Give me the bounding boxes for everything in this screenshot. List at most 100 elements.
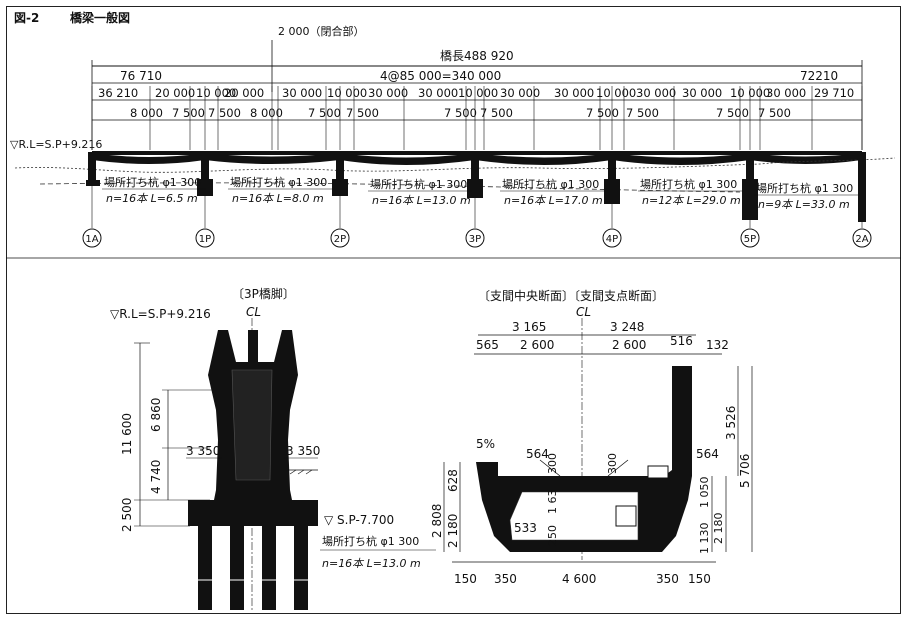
sec-slope: 5% bbox=[476, 437, 495, 451]
segment-dim-lower: 7 500 bbox=[716, 106, 749, 120]
pier-shaft bbox=[746, 155, 754, 179]
support-marker-circle bbox=[740, 228, 760, 248]
drawing-frame bbox=[6, 6, 901, 614]
pile bbox=[198, 526, 212, 610]
closure-note: 2 000（閉合部） bbox=[278, 24, 365, 38]
sec-top-dim-left: 3 165 bbox=[512, 320, 546, 334]
pier-piles bbox=[198, 526, 308, 610]
sec-dim-516: 516 bbox=[670, 334, 693, 348]
segment-dim-lower: 7 500 bbox=[172, 106, 205, 120]
support-label: 1A bbox=[85, 234, 98, 245]
sec-dim-1130: 1 130 bbox=[698, 523, 711, 555]
pier-dim-wright: 3 350 bbox=[286, 444, 320, 458]
elevation-view: 2 000（閉合部） 橋長488 920 76 710 4@85 000=340… bbox=[10, 24, 896, 248]
sec-dim-2180-left: 2 180 bbox=[446, 514, 460, 548]
pier-dim-htotal: 11 600 bbox=[120, 413, 134, 455]
segment-dim-upper: 30 000 bbox=[368, 86, 408, 100]
pier-ground-level: ▽R.L=S.P+9.216 bbox=[110, 307, 211, 321]
pile bbox=[262, 526, 276, 610]
pile-spec-label: n=16本 L=17.0 m bbox=[504, 194, 603, 207]
sec-bottom-dim-2: 4 600 bbox=[562, 572, 596, 586]
pile bbox=[294, 526, 308, 610]
span-right-end: 72210 bbox=[800, 69, 838, 83]
sec-web-right: 300 bbox=[606, 453, 619, 474]
pier-shaft bbox=[608, 155, 616, 179]
support-marker-circle bbox=[330, 228, 350, 248]
segment-dim-upper: 10 000 bbox=[196, 86, 236, 100]
dimension-ticks bbox=[91, 86, 863, 150]
pier-pile-spec: n=16本 L=13.0 m bbox=[322, 557, 421, 570]
segment-dim-upper: 30 000 bbox=[554, 86, 594, 100]
pier-dim-wleft: 3 350 bbox=[186, 444, 220, 458]
section-title: 〔支間中央断面〕〔支間支点断面〕 bbox=[478, 288, 664, 303]
segment-dim-lower: 7 500 bbox=[586, 106, 619, 120]
segment-dim-upper: 10 000 bbox=[327, 86, 367, 100]
sec-dim-2600-right: 2 600 bbox=[612, 338, 646, 352]
sec-dim-250: 250 bbox=[546, 525, 559, 546]
pile-type-label: 場所打ち杭 φ1 300 bbox=[104, 175, 201, 189]
support-marker-circle bbox=[195, 228, 215, 248]
segment-dim-lower: 7 500 bbox=[308, 106, 341, 120]
pier-foundation bbox=[604, 179, 620, 204]
support-marker-circle bbox=[852, 228, 872, 248]
pier-dim-hlower: 4 740 bbox=[149, 460, 163, 494]
segment-dim-lower: 8 000 bbox=[130, 106, 163, 120]
pier-dim-hfooting: 2 500 bbox=[120, 498, 134, 532]
abutment bbox=[88, 152, 96, 186]
sec-web-left: 300 bbox=[546, 453, 559, 474]
segment-dim-lower: 7 500 bbox=[444, 106, 477, 120]
girder-section: 〔支間中央断面〕〔支間支点断面〕 CL 3 165 3 248 565 2 60… bbox=[430, 288, 753, 586]
figure-label: 図-2 bbox=[14, 11, 39, 25]
support-marker-circle bbox=[82, 228, 102, 248]
pile-spec-label: n=16本 L=8.0 m bbox=[232, 192, 324, 205]
pier-title: 〔3P橋脚〕 bbox=[232, 286, 295, 301]
sec-dim-533: 533 bbox=[514, 521, 537, 535]
segment-dim-upper: 10 000 bbox=[596, 86, 636, 100]
sec-dim-628: 628 bbox=[446, 469, 460, 492]
sec-dim-5706: 5 706 bbox=[738, 454, 752, 488]
sec-bottom-dim-1: 350 bbox=[494, 572, 517, 586]
pile-type-label: 場所打ち杭 φ1 300 bbox=[230, 175, 327, 189]
pier-footing bbox=[188, 500, 318, 526]
segment-dim-upper: 30 000 bbox=[682, 86, 722, 100]
support-label: 2P bbox=[334, 234, 346, 245]
pile-type-label: 場所打ち杭 φ1 300 bbox=[370, 177, 467, 191]
span-left-end: 76 710 bbox=[120, 69, 162, 83]
pier-detail: 〔3P橋脚〕 ▽R.L=S.P+9.216 CL 11 600 6 860 4 … bbox=[110, 286, 436, 610]
section-centerline-mark: CL bbox=[576, 305, 591, 319]
support-label: 1P bbox=[199, 234, 211, 245]
support-label: 2A bbox=[855, 234, 868, 245]
pier-shaft bbox=[336, 155, 344, 179]
segment-dim-lower: 7 500 bbox=[346, 106, 379, 120]
segment-dim-lower: 7 500 bbox=[208, 106, 241, 120]
pier-foundation bbox=[467, 179, 483, 198]
support-marker-circle bbox=[465, 228, 485, 248]
segment-dim-upper: 30 000 bbox=[282, 86, 322, 100]
segment-dim-upper: 29 710 bbox=[814, 86, 854, 100]
sec-bottom-dim-0: 150 bbox=[454, 572, 477, 586]
sec-top-dim-right: 3 248 bbox=[610, 320, 644, 334]
sec-dim-2808: 2 808 bbox=[430, 504, 444, 538]
elev-ground-level: ▽R.L=S.P+9.216 bbox=[10, 138, 102, 151]
segment-dim-upper: 30 000 bbox=[766, 86, 806, 100]
pile-type-label: 場所打ち杭 φ1 300 bbox=[640, 177, 737, 191]
span-center: 4@85 000=340 000 bbox=[380, 69, 501, 83]
support-label: 4P bbox=[606, 234, 618, 245]
segment-dim-lower: 7 500 bbox=[626, 106, 659, 120]
pier-dim-hupper: 6 860 bbox=[149, 398, 163, 432]
sec-dim-3526: 3 526 bbox=[724, 406, 738, 440]
segment-dim-upper: 30 000 bbox=[500, 86, 540, 100]
pier-footing-level: ▽ S.P-7.700 bbox=[324, 513, 394, 527]
pier-foundation bbox=[197, 179, 213, 196]
support-marker-circle bbox=[602, 228, 622, 248]
segment-dim-upper: 20 000 bbox=[155, 86, 195, 100]
sec-haunch-left: 564 bbox=[526, 447, 549, 461]
pile-type-label: 場所打ち杭 φ1 300 bbox=[502, 177, 599, 191]
pile-spec-label: n=9本 L=33.0 m bbox=[758, 198, 850, 211]
